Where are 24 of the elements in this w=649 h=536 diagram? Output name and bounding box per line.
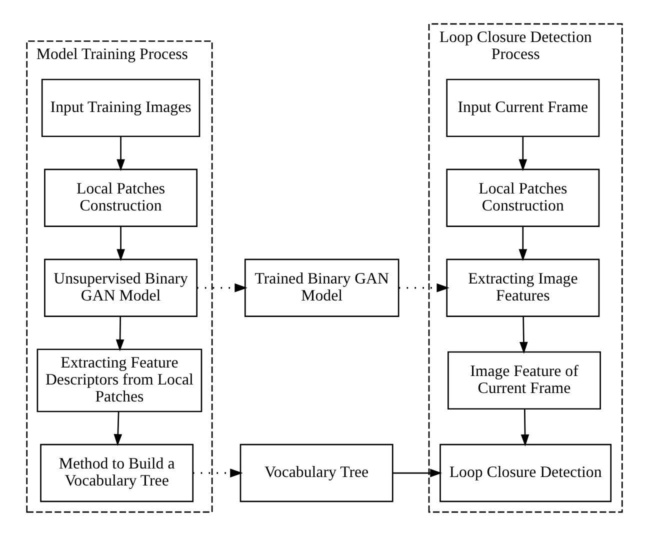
node-box: Input Current Frame bbox=[446, 78, 600, 138]
node-box: Trained Binary GAN Model bbox=[244, 258, 400, 317]
arrow bbox=[518, 136, 528, 172]
arrow bbox=[192, 468, 243, 478]
node-box: Input Training Images bbox=[41, 78, 200, 138]
arrow bbox=[520, 316, 528, 354]
node-box: Local Patches Construction bbox=[44, 168, 198, 227]
node-box: Local Patches Construction bbox=[446, 168, 600, 227]
arrow bbox=[116, 226, 125, 262]
node-box: Method to Build a Vocabulary Tree bbox=[40, 444, 194, 502]
arrow bbox=[398, 283, 450, 292]
arrow bbox=[114, 412, 122, 446]
node-box: Image Feature of Current Frame bbox=[448, 351, 601, 410]
arrow bbox=[196, 283, 248, 292]
node-box: Extracting Image Features bbox=[446, 258, 600, 317]
node-box: Vocabulary Tree bbox=[240, 444, 394, 502]
arrow bbox=[518, 226, 528, 262]
arrow bbox=[116, 316, 124, 352]
node-box: Extracting Feature Descriptors from Local Patches bbox=[36, 348, 202, 412]
node-box: Loop Closure Detection bbox=[440, 444, 612, 502]
arrow bbox=[116, 136, 125, 172]
arrow bbox=[520, 409, 530, 446]
arrow bbox=[392, 468, 442, 478]
node-box: Unsupervised Binary GAN Model bbox=[44, 258, 198, 317]
